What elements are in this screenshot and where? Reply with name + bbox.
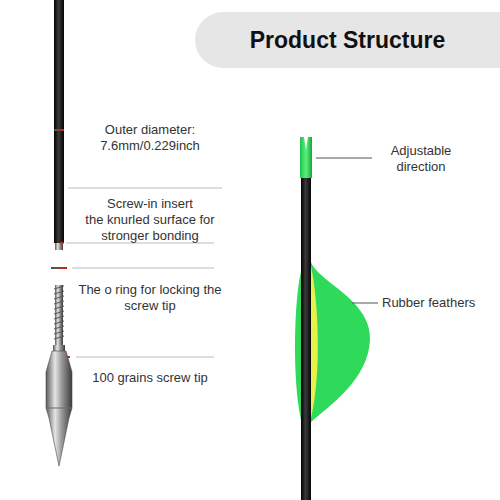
arrow-shaft [54, 0, 64, 243]
o-ring-mark [60, 267, 67, 269]
label-slot: Adjustable direction [378, 143, 464, 175]
tip-collar [53, 345, 65, 351]
leader-line [352, 303, 378, 304]
part-note: the knurled surface for stronger bonding [70, 212, 230, 244]
label-slot: 100 grains screw tip [70, 370, 230, 386]
tip-edge [46, 408, 72, 409]
red-mark [67, 356, 70, 358]
leader-line [76, 357, 214, 358]
arrow-shaft [301, 172, 311, 500]
rubber-vane [295, 272, 301, 420]
leader-line [72, 268, 214, 269]
leader-line [316, 158, 372, 159]
label-slot: Screw-in insert [70, 196, 230, 212]
o-ring [51, 267, 67, 269]
part-label: Adjustable direction [378, 143, 464, 175]
red-mark [60, 129, 63, 131]
dimension-label: Outer diameter: 7.6mm/0.229inch [91, 122, 209, 154]
vane-highlight [311, 266, 318, 418]
part-label: The o ring for locking the screw tip [75, 282, 225, 314]
label-slot: The o ring for locking the screw tip [75, 282, 225, 314]
title-banner [195, 12, 500, 68]
leader-line [68, 188, 222, 189]
thread-ridges [54, 286, 64, 339]
label-slot: the knurled surface for stronger bonding [70, 212, 230, 244]
title-slot: Product Structure [195, 12, 500, 68]
rubber-vane [311, 262, 370, 422]
label-slot: Outer diameter: 7.6mm/0.229inch [91, 122, 209, 154]
screw-thread [55, 285, 63, 345]
screw-tip-body [46, 351, 72, 466]
part-label: Rubber feathers [382, 295, 494, 311]
label-slot: Rubber feathers [382, 295, 494, 311]
part-label: 100 grains screw tip [70, 370, 230, 386]
part-label: Screw-in insert [70, 196, 230, 212]
diagram-title: Product Structure [250, 27, 446, 54]
nock [300, 137, 312, 178]
shaft-joint [54, 129, 64, 131]
red-mark [60, 241, 63, 244]
